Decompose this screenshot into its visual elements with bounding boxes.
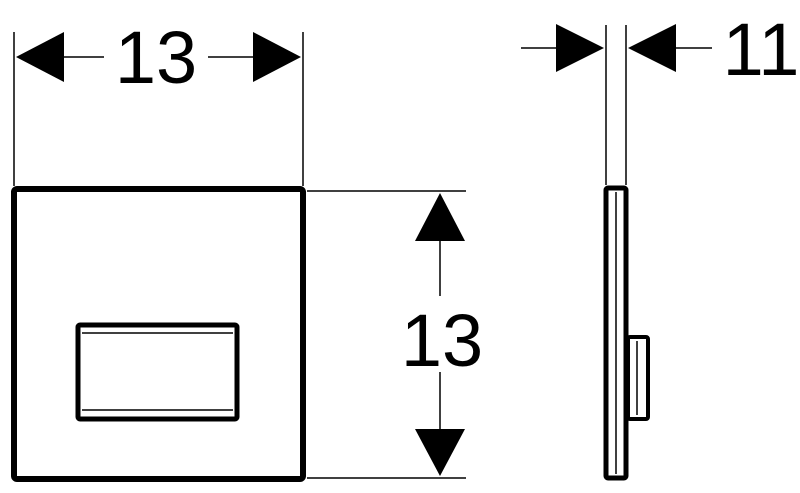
width-label: 13 — [115, 16, 197, 99]
depth-arrow-right — [628, 24, 676, 72]
side-plate-outline — [603, 185, 629, 481]
width-dimension: 13 — [13, 16, 304, 186]
side-view — [603, 185, 650, 481]
width-arrow-left — [16, 32, 64, 82]
flush-plate-outline — [11, 186, 306, 482]
actuator-button-outline — [75, 322, 240, 422]
depth-dimension: 11 — [521, 8, 799, 185]
height-label: 13 — [401, 299, 483, 382]
side-button-outline — [626, 335, 650, 421]
depth-label: 11 — [723, 8, 800, 91]
height-arrow-bottom — [415, 429, 465, 476]
front-view — [11, 186, 306, 482]
depth-arrow-left — [556, 24, 604, 72]
height-arrow-top — [415, 193, 465, 241]
width-arrow-right — [253, 32, 301, 82]
height-dimension: 13 — [307, 190, 483, 479]
